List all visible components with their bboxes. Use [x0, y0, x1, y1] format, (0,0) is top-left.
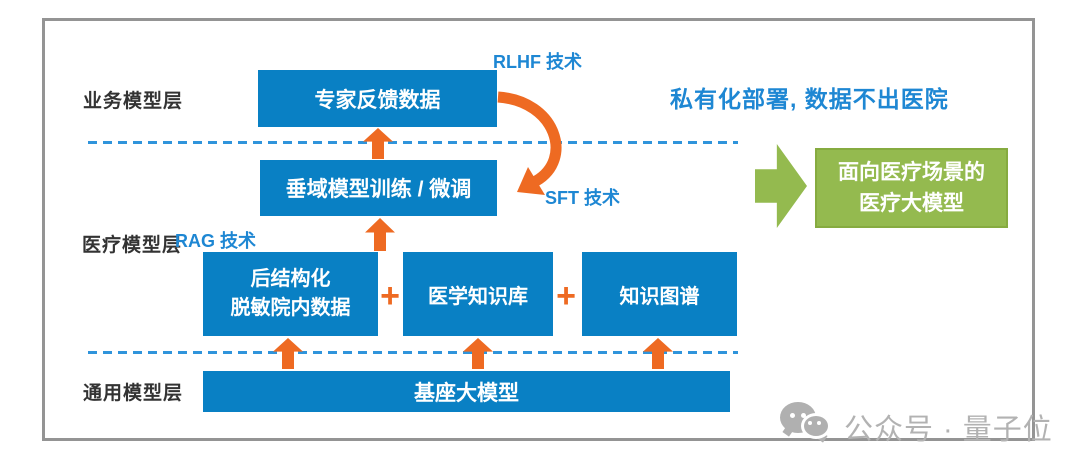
box-vertical-model-training: 垂域模型训练 / 微调: [260, 160, 497, 216]
diagram-frame: [42, 18, 1035, 441]
output-line1: 面向医疗场景的: [838, 161, 985, 184]
wechat-eye-icon: [801, 413, 806, 418]
label-sft: SFT 技术: [545, 188, 620, 208]
plus-sign-right: +: [556, 277, 576, 315]
privacy-deployment-note: 私有化部署, 数据不出医院: [670, 86, 949, 112]
divider-medical-general: [88, 351, 738, 354]
box-structured-line2: 脱敏院内数据: [230, 297, 351, 319]
curved-feedback-arrow-icon: [497, 91, 562, 195]
label-rag: RAG 技术: [175, 231, 256, 251]
box-knowledge-graph: 知识图谱: [582, 252, 737, 336]
label-rlhf: RLHF 技术: [493, 52, 582, 72]
layer-label-general: 通用模型层: [83, 383, 184, 404]
box-expert-feedback-data: 专家反馈数据: [258, 70, 497, 127]
wechat-icon: [780, 402, 840, 444]
wechat-eye-icon: [790, 413, 795, 418]
layer-label-medical: 医疗模型层: [82, 235, 183, 256]
box-base-large-model: 基座大模型: [203, 371, 730, 412]
divider-business-medical: [88, 141, 738, 144]
wechat-eye-icon: [817, 421, 821, 425]
watermark-text: 公众号 · 量子位: [844, 414, 1053, 446]
box-structured-line1: 后结构化: [250, 268, 331, 290]
plus-sign-left: +: [380, 277, 400, 315]
output-line2: 医疗大模型: [859, 192, 964, 215]
box-structured-hospital-data: 后结构化 脱敏院内数据: [203, 252, 378, 336]
wechat-bubble-small-icon: [801, 413, 831, 439]
box-medical-knowledge-base: 医学知识库: [403, 252, 553, 336]
layer-label-business: 业务模型层: [83, 91, 184, 112]
output-model-box: 面向医疗场景的 医疗大模型: [815, 148, 1008, 228]
wechat-eye-icon: [808, 421, 812, 425]
